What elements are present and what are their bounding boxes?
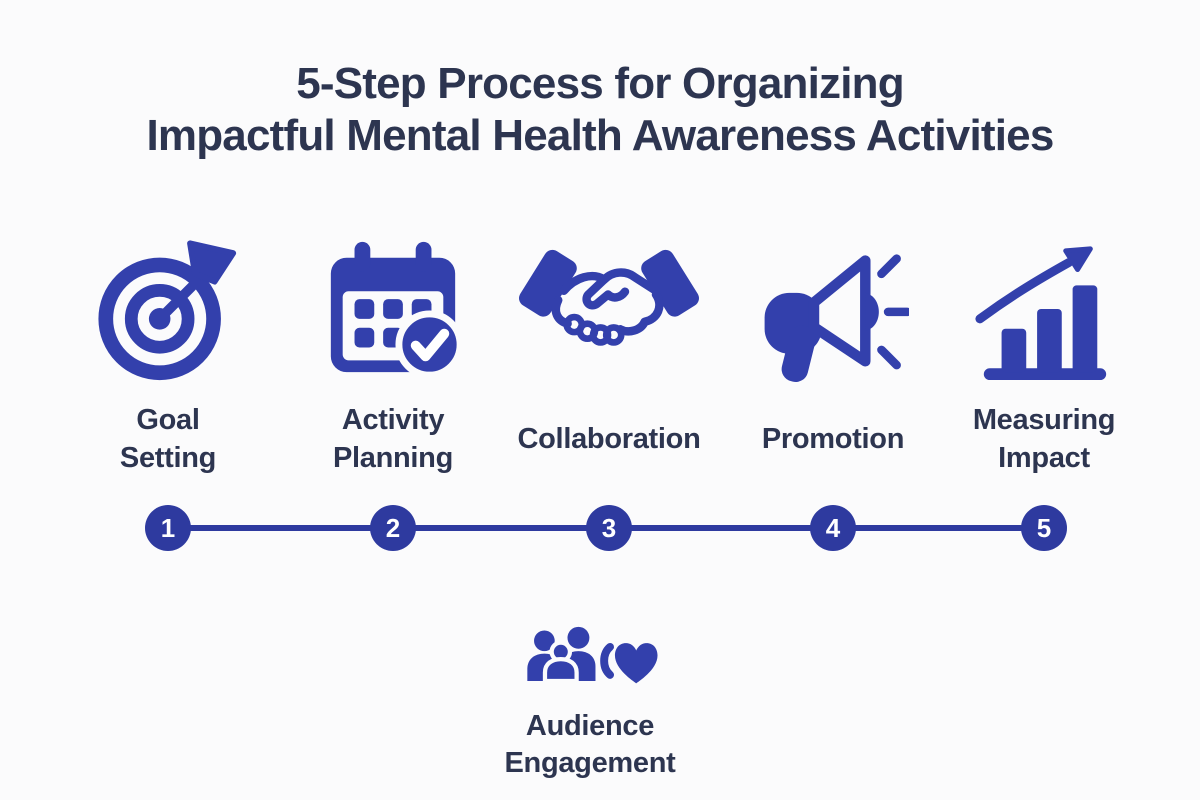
step-label-measuring-impact: Measuring Impact	[929, 392, 1159, 488]
step-label-line: Collaboration	[517, 423, 701, 456]
step-number: 5	[1036, 512, 1052, 543]
timeline-node-1: 1	[145, 505, 191, 551]
page-title: 5-Step Process for Organizing Impactful …	[0, 58, 1200, 162]
audience-engagement-block: Audience Engagement	[460, 622, 720, 782]
step-column-4: Promotion	[718, 228, 948, 488]
megaphone-icon	[718, 228, 948, 392]
timeline-node-5: 5	[1021, 505, 1067, 551]
step-label-line: Planning	[332, 442, 454, 474]
step-label-line: Setting	[119, 442, 217, 474]
timeline-node-2: 2	[370, 505, 416, 551]
footer-label-audience-engagement: Audience Engagement	[460, 708, 720, 782]
step-label-goal-setting: Goal Setting	[53, 392, 283, 488]
step-number: 2	[385, 512, 401, 543]
step-column-2: Activity Planning	[278, 228, 508, 488]
step-label-line: Activity	[341, 404, 445, 437]
footer-label-line: Audience	[525, 710, 655, 742]
audience-heart-icon	[460, 622, 720, 700]
step-number: 3	[601, 512, 617, 543]
calendar-check-icon	[278, 228, 508, 392]
step-column-3: Collaboration	[494, 228, 724, 488]
timeline-node-4: 4	[810, 505, 856, 551]
step-label-line: Measuring	[972, 404, 1116, 437]
step-column-5: Measuring Impact	[929, 228, 1159, 488]
handshake-icon	[494, 228, 724, 392]
step-label-line: Promotion	[761, 423, 905, 456]
step-column-1: Goal Setting	[53, 228, 283, 488]
page-title-line1: 5-Step Process for Organizing	[296, 59, 904, 108]
bar-chart-growth-icon	[929, 228, 1159, 392]
step-label-promotion: Promotion	[718, 392, 948, 488]
step-label-line: Impact	[998, 442, 1090, 474]
step-number: 4	[825, 512, 841, 543]
target-goal-icon	[53, 228, 283, 392]
step-number: 1	[160, 512, 176, 543]
step-label-line: Goal	[136, 404, 200, 437]
page-title-line2: Impactful Mental Health Awareness Activi…	[146, 110, 1054, 160]
timeline-node-3: 3	[586, 505, 632, 551]
footer-label-line: Engagement	[504, 747, 676, 780]
step-label-activity-planning: Activity Planning	[278, 392, 508, 488]
step-label-collaboration: Collaboration	[494, 392, 724, 488]
